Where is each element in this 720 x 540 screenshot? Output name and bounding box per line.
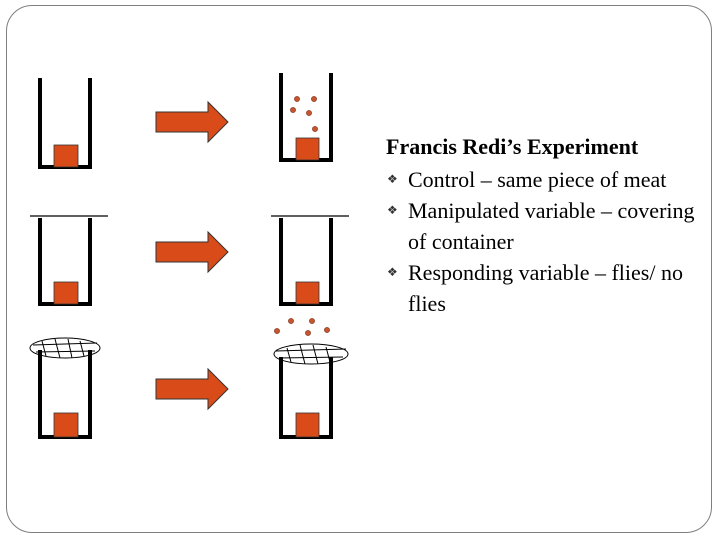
text-panel: Francis Redi’s Experiment ❖ Control – sa… (384, 131, 704, 319)
diamond-bullet-icon: ❖ (387, 172, 398, 186)
row-covered-jar (30, 215, 349, 306)
jar-before-open (38, 78, 92, 169)
meat-piece (295, 412, 320, 438)
bullet-manipulated-variable: ❖ Manipulated variable – covering of con… (384, 195, 704, 257)
bullet-text: Control – same piece of meat (408, 167, 667, 192)
meat-piece (53, 412, 79, 438)
fly-icon (324, 327, 330, 333)
jar-before-gauze (29, 337, 101, 439)
bullet-control: ❖ Control – same piece of meat (384, 164, 704, 195)
row-open-jar (38, 73, 333, 169)
fly-icon (311, 96, 317, 102)
right-arrow-icon (155, 367, 229, 411)
meat-piece (295, 281, 320, 305)
fly-icon (274, 328, 280, 334)
meat-piece (295, 137, 320, 161)
bullet-responding-variable: ❖ Responding variable – flies/ no flies (384, 257, 704, 319)
fly-icon (305, 330, 311, 336)
jar-before-covered (30, 215, 108, 306)
meat-piece (53, 144, 79, 168)
fly-icon (290, 107, 296, 113)
right-arrow-icon (155, 100, 229, 144)
slide-title: Francis Redi’s Experiment (386, 134, 639, 159)
diamond-bullet-icon: ❖ (387, 265, 398, 279)
flies-group (274, 318, 330, 336)
jar-after-open (279, 73, 333, 162)
slide-frame (6, 5, 712, 533)
row-gauze-jar (29, 318, 349, 439)
bullet-text: Responding variable – flies/ no flies (408, 260, 683, 316)
flies-group (290, 96, 318, 132)
right-arrow-icon (155, 230, 229, 274)
diamond-bullet-icon: ❖ (387, 203, 398, 217)
bullet-text: Manipulated variable – covering of conta… (408, 198, 695, 254)
gauze-cover (29, 337, 101, 359)
fly-icon (294, 96, 300, 102)
fly-icon (288, 318, 294, 324)
fly-icon (312, 126, 318, 132)
gauze-cover (273, 343, 349, 365)
fly-icon (306, 110, 312, 116)
jar-after-covered (271, 215, 349, 306)
jar-after-gauze (273, 318, 349, 439)
fly-icon (309, 318, 315, 324)
meat-piece (53, 281, 79, 305)
